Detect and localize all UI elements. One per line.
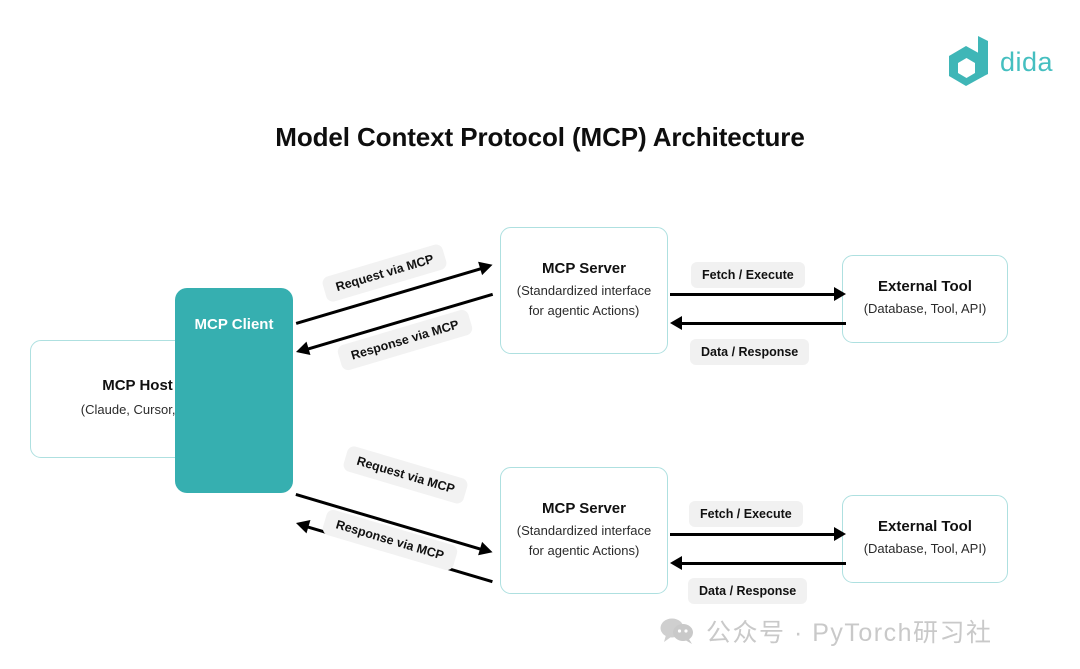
arrow-head-right-icon [834,287,846,301]
arrow-head-left-icon [294,516,311,534]
watermark-text: 公众号 · PyTorch研习社 [706,619,993,647]
arrow-shaft [670,533,836,536]
arrow-tool2-to-server2 [670,556,846,570]
dida-d-hexagon-logo-icon [949,36,988,86]
mcp-host-title: MCP Host [102,377,173,395]
arrow-shaft [680,322,846,325]
label-fetch-execute-2: Fetch / Execute [689,501,803,527]
mcp-server-1-subtitle-line2: for agentic Actions) [528,303,640,318]
watermark: 公众号 · PyTorch研习社 [660,613,993,649]
mcp-host-subtitle: (Claude, Cursor, ...) [80,402,195,418]
arrow-head-right-icon [478,258,495,276]
node-mcp-server-2: MCP Server (Standardized interface for a… [500,467,668,594]
external-tool-2-title: External Tool [878,518,972,536]
arrow-head-right-icon [478,541,495,559]
arrow-tool1-to-server1 [670,316,846,330]
label-request-via-mcp-2: Request via MCP [341,444,470,506]
node-mcp-client: MCP Client [175,288,293,493]
external-tool-1-title: External Tool [878,278,972,296]
mcp-server-2-subtitle-line1: (Standardized interface [516,522,652,538]
mcp-server-1-subtitle-line1: (Standardized interface [516,282,652,298]
brand-logo: dida [948,36,1053,88]
arrow-server1-to-tool1 [670,287,846,301]
arrow-head-right-icon [834,527,846,541]
external-tool-2-subtitle: (Database, Tool, API) [863,541,987,557]
node-external-tool-2: External Tool (Database, Tool, API) [842,495,1008,583]
label-data-response-1: Data / Response [690,339,810,365]
mcp-server-1-title: MCP Server [542,259,626,277]
brand-wordmark: dida [1000,46,1054,77]
arrow-head-left-icon [670,556,682,570]
mcp-server-2-subtitle-line2: for agentic Actions) [528,543,640,558]
arrow-shaft [680,562,846,565]
arrow-head-left-icon [294,341,311,359]
external-tool-1-subtitle: (Database, Tool, API) [863,301,987,317]
arrow-head-left-icon [670,316,682,330]
node-mcp-server-1: MCP Server (Standardized interface for a… [500,227,668,354]
node-external-tool-1: External Tool (Database, Tool, API) [842,255,1008,343]
mcp-server-2-title: MCP Server [542,499,626,517]
label-fetch-execute-1: Fetch / Execute [691,262,805,288]
label-data-response-2: Data / Response [688,578,808,604]
mcp-client-title: MCP Client [194,316,274,333]
wechat-icon [660,618,693,644]
arrow-shaft [670,293,836,296]
arrow-server2-to-tool2 [670,527,846,541]
page-title: Model Context Protocol (MCP) Architectur… [275,122,805,152]
